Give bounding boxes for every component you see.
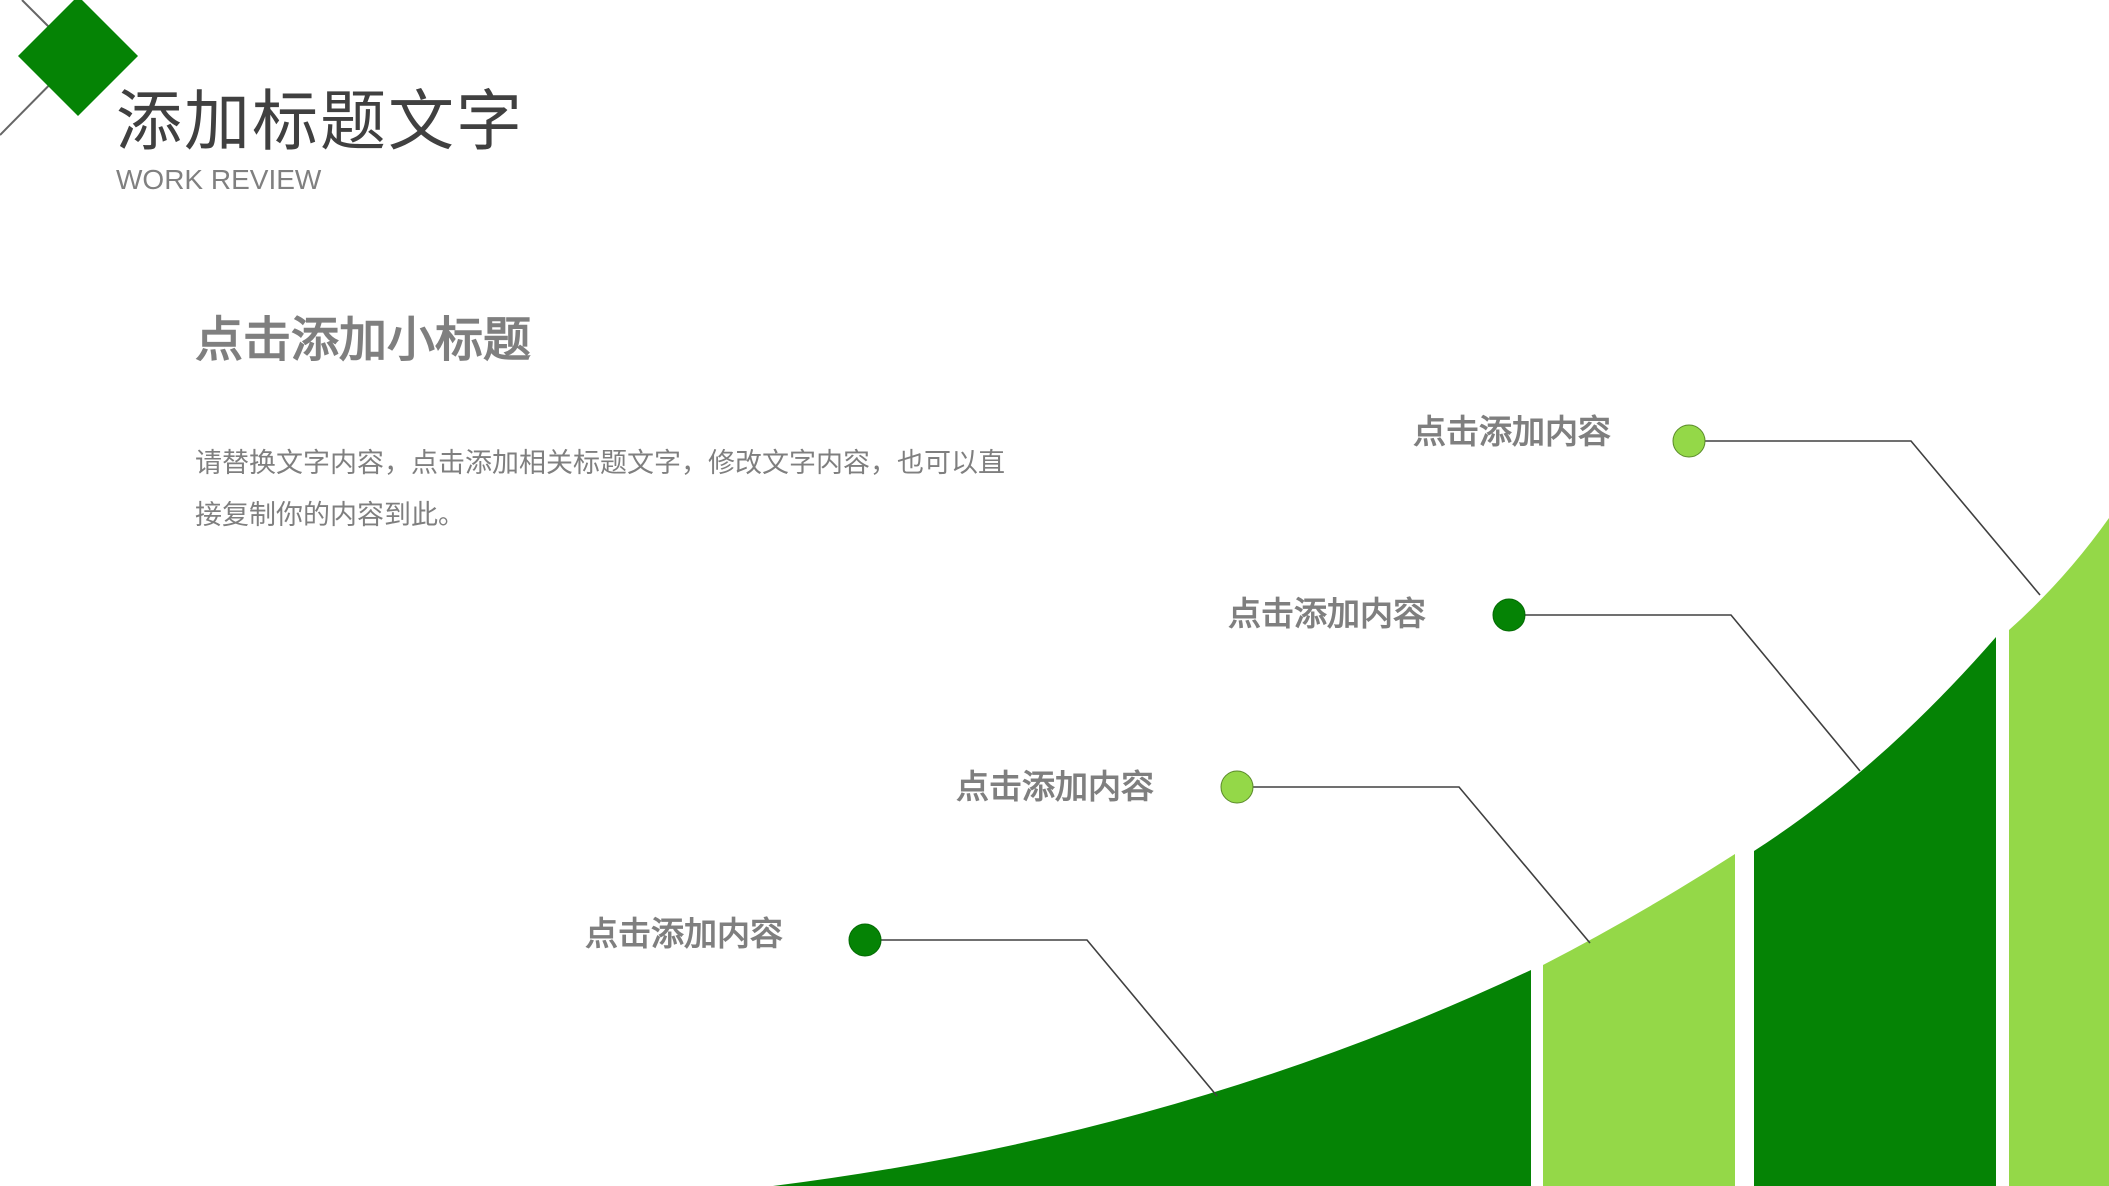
connector-line-4 [1689, 440, 2041, 596]
dot-icon-2 [1220, 770, 1254, 804]
bar-1 [773, 970, 1531, 1186]
connector-line-1 [865, 939, 1218, 1097]
dot-icon-4 [1672, 424, 1706, 458]
bar-2 [1543, 854, 1735, 1186]
step-label-2: 点击添加内容 [956, 767, 1154, 806]
body-paragraph: 请替换文字内容，点击添加相关标题文字，修改文字内容，也可以直 接复制你的内容到此… [195, 438, 1095, 542]
bar-3 [1754, 637, 1996, 1186]
connector-line-3 [1509, 614, 1861, 772]
step-label-4: 点击添加内容 [1413, 412, 1611, 451]
dot-icon-1 [848, 923, 882, 957]
dot-icon-3 [1492, 598, 1526, 632]
paragraph-line-2: 接复制你的内容到此。 [195, 500, 465, 531]
connector-line-2 [1237, 786, 1591, 944]
section-subtitle: 点击添加小标题 [195, 312, 532, 368]
page-subtitle-en: WORK REVIEW [116, 164, 322, 195]
step-label-3: 点击添加内容 [1228, 594, 1426, 633]
page-title: 添加标题文字 [116, 83, 524, 160]
step-label-1: 点击添加内容 [585, 914, 783, 953]
diamond-icon [18, 0, 138, 116]
bar-4 [2009, 518, 2109, 1186]
paragraph-line-1: 请替换文字内容，点击添加相关标题文字，修改文字内容，也可以直 [195, 448, 1005, 479]
